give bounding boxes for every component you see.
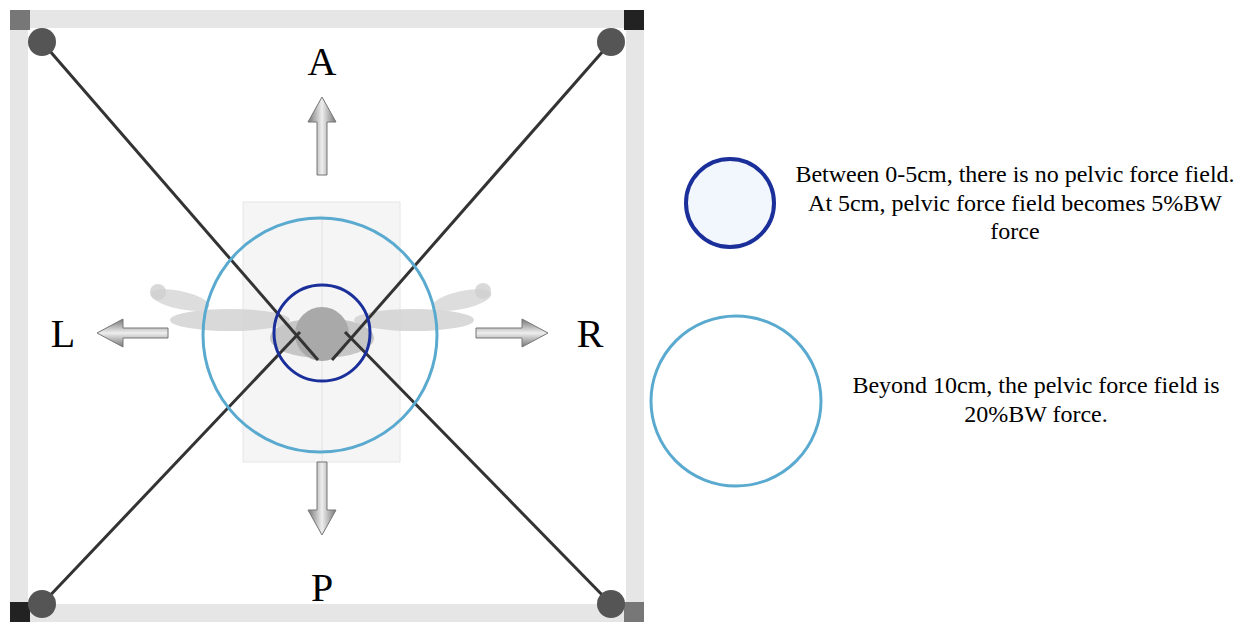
direction-arrows <box>97 97 548 535</box>
anchor <box>28 28 56 56</box>
legend-text: Beyond 10cm, the pelvic force field is 2… <box>826 371 1246 429</box>
anchor <box>597 590 625 618</box>
legend-outer-circle <box>651 316 821 486</box>
outer-field-circle <box>203 218 437 452</box>
person-top-view <box>149 283 493 361</box>
support-area <box>243 202 400 462</box>
frame <box>10 10 644 622</box>
legend-text: Between 0-5cm, there is no pelvic force … <box>790 160 1240 246</box>
anchor <box>597 28 625 56</box>
anchor <box>28 590 56 618</box>
inner-field-circle <box>274 285 370 381</box>
cables <box>42 42 611 604</box>
direction-label: A <box>308 42 337 82</box>
direction-label: L <box>51 314 75 354</box>
direction-label: P <box>311 568 333 608</box>
direction-label: R <box>577 314 604 354</box>
legend-inner-circle <box>686 159 774 247</box>
